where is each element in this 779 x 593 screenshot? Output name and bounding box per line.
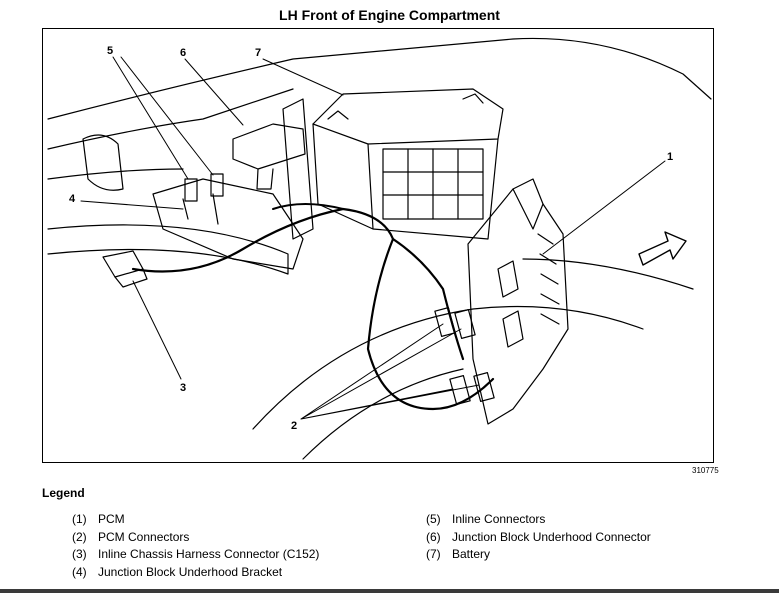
wheel-well (82, 134, 124, 191)
diagram-frame: 5 6 7 1 4 3 2 (42, 28, 714, 463)
harness-upper (272, 203, 344, 210)
harness-branch (391, 237, 465, 361)
fender-inner-line (47, 88, 294, 150)
pcm-connector-d (473, 372, 495, 402)
side-rail (47, 224, 289, 275)
legend-item: (1)PCM (72, 512, 125, 526)
floor-curve-1 (252, 305, 644, 430)
legend-item: (6)Junction Block Underhood Connector (426, 529, 651, 544)
inline-connector-a (184, 178, 198, 202)
pcm-module (467, 178, 569, 425)
callout-3: 3 (180, 382, 186, 394)
pcm-connector-c (449, 375, 471, 405)
callout-6: 6 (180, 47, 186, 59)
legend-item: (2)PCM Connectors (72, 529, 190, 544)
pcm-connector-a (434, 307, 456, 337)
floor-curve-2 (302, 368, 464, 460)
legend-item: (5)Inline Connectors (426, 512, 546, 526)
callout-2: 2 (291, 420, 297, 432)
floor-curve-3 (522, 258, 694, 290)
callout-1: 1 (667, 151, 673, 163)
forward-arrow-icon (638, 231, 687, 266)
chassis-harness-connector (102, 250, 148, 288)
fender-outline (47, 37, 712, 120)
diagram-title: LH Front of Engine Compartment (279, 7, 500, 23)
legend-title: Legend (42, 486, 85, 500)
pcm-connector-b (454, 309, 476, 339)
figure-number: 310775 (692, 466, 719, 475)
battery-illustration (312, 88, 504, 240)
callout-leaders (80, 56, 666, 420)
legend-item: (4)Junction Block Underhood Bracket (72, 564, 283, 579)
bottom-bar (0, 589, 779, 593)
fender-lower-line (47, 168, 184, 180)
inline-connector-b (210, 173, 224, 197)
strut-tower (282, 98, 314, 240)
legend-right-column: (5)Inline Connectors (6)Junction Block U… (426, 511, 651, 564)
engine-compartment-illustration: 5 6 7 1 4 3 2 (47, 37, 712, 460)
junction-block-connector (232, 123, 306, 190)
junction-bracket (152, 178, 304, 270)
callout-5: 5 (107, 45, 113, 57)
callout-4: 4 (69, 193, 76, 205)
legend-item: (3)Inline Chassis Harness Connector (C15… (72, 547, 320, 561)
legend-left-column: (1)PCM (2)PCM Connectors (3)Inline Chass… (72, 511, 319, 581)
legend-item: (7)Battery (426, 547, 491, 561)
callout-7: 7 (255, 47, 261, 59)
